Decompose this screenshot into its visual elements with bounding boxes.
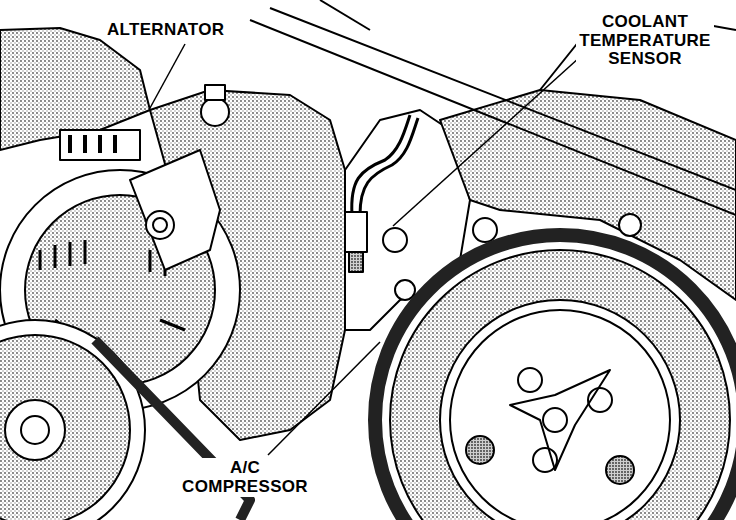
clutch-ring — [450, 310, 670, 520]
leader-line — [268, 342, 380, 455]
part-label: A/C COMPRESSOR — [179, 458, 311, 497]
sensor-body — [349, 252, 363, 272]
pulley-hub — [5, 400, 65, 460]
tube-edge — [270, 8, 736, 190]
bolt — [146, 211, 174, 239]
hub-hole — [466, 436, 494, 464]
pulley-nut — [21, 416, 49, 444]
compressor-clutch — [440, 300, 680, 520]
hub-hole — [606, 456, 634, 484]
hub-nut — [543, 408, 567, 432]
bolt — [473, 218, 497, 242]
bolt — [201, 98, 229, 126]
bolt — [395, 280, 415, 300]
part-label: COOLANT TEMPERATURE SENSOR — [576, 12, 713, 70]
bolt — [153, 218, 167, 232]
leader-line — [393, 48, 590, 226]
hub-hole — [588, 388, 612, 412]
bolt — [619, 214, 641, 236]
leader-line — [150, 44, 185, 108]
pulley — [0, 320, 145, 520]
bolt-head — [205, 85, 225, 100]
alternator-bracket — [130, 150, 220, 270]
sensor-connector — [345, 212, 367, 252]
sensor-wire — [360, 118, 418, 215]
hub-hole — [533, 448, 557, 472]
tube-end — [320, 0, 370, 30]
compressor-pulley — [390, 250, 730, 520]
terminal-pins — [70, 135, 115, 153]
compressor-belt — [375, 235, 736, 520]
part-label: ALTERNATOR — [104, 20, 227, 41]
alternator-terminal — [60, 130, 140, 160]
clutch-hub — [510, 370, 610, 470]
hub-hole — [518, 368, 542, 392]
bolt — [383, 228, 407, 252]
